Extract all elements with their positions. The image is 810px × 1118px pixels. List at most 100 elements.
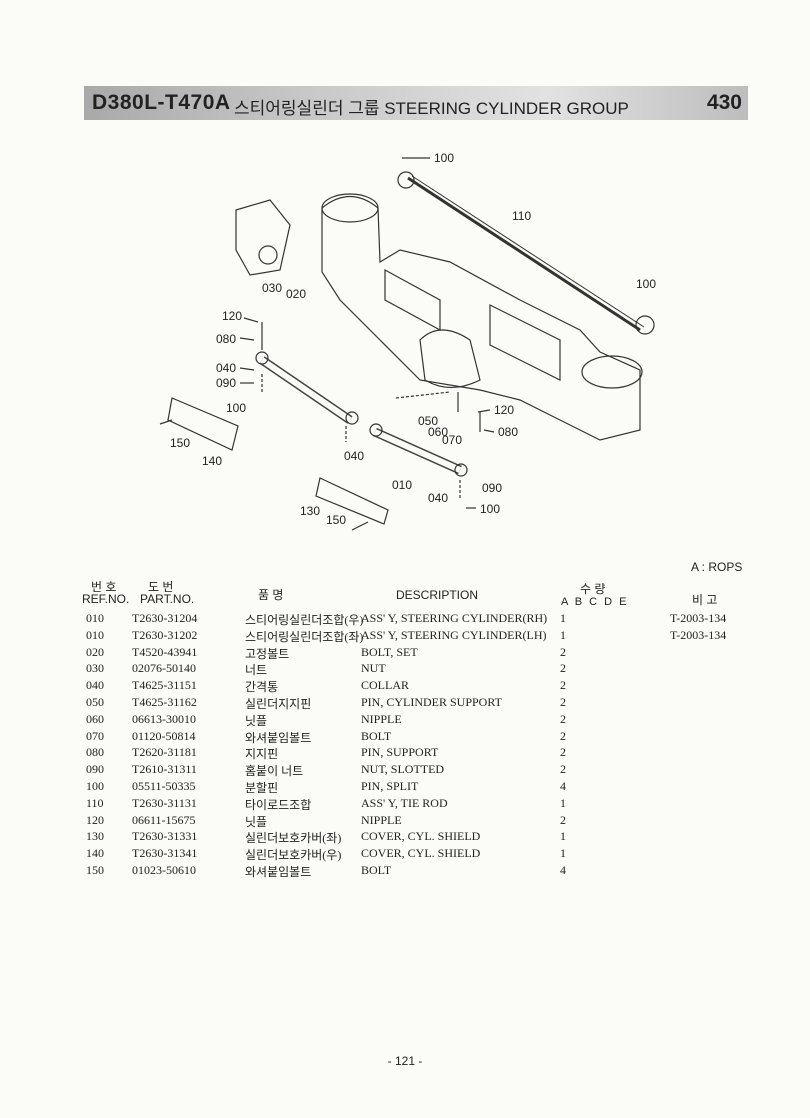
group-title: 스티어링실린더 그룹 STEERING CYLINDER GROUP	[234, 99, 629, 118]
cylinder-shield-upper	[167, 397, 239, 451]
part-no: 01023-50610	[132, 862, 196, 877]
korean-name: 닛플	[245, 814, 268, 829]
ref-no: 140	[86, 846, 104, 861]
korean-name: 닛플	[245, 713, 268, 728]
korean-name: 스티어링실린더조합(좌)	[245, 629, 364, 644]
callout-080: 080	[498, 425, 518, 439]
korean-name: 실린더지지핀	[245, 696, 312, 711]
ref-no: 060	[86, 711, 104, 726]
quantity: 1	[560, 829, 566, 844]
remarks: T-2003-134	[670, 627, 727, 642]
part-no: 01120-50814	[132, 728, 196, 743]
korean-name: 홈붙이 너트	[245, 764, 304, 779]
description: COVER, CYL. SHIELD	[361, 829, 481, 844]
header-name-ko: 품 명	[258, 588, 284, 602]
callout-040: 040	[344, 449, 364, 463]
part-no: T2630-31202	[132, 627, 198, 642]
korean-name: 와셔붙임볼트	[245, 730, 312, 745]
exploded-parts-diagram: 100 110 100 030 020 120 080 040 090 100 …	[159, 151, 656, 531]
ref-no: 150	[86, 862, 104, 877]
korean-name: 간격통	[245, 680, 279, 695]
model-code: D380L-T470A	[92, 91, 231, 114]
description: PIN, SUPPORT	[361, 745, 439, 760]
page-footer: - 121 -	[387, 1054, 423, 1068]
cylinder-shield-lower	[315, 477, 389, 525]
ref-no: 040	[86, 678, 104, 693]
description: BOLT	[361, 862, 392, 877]
quantity: 2	[560, 728, 566, 743]
callout-040: 040	[428, 491, 448, 505]
callout-070: 070	[442, 433, 462, 447]
part-no: 06613-30010	[132, 711, 196, 726]
callout-090: 090	[482, 481, 502, 495]
ref-no: 090	[86, 762, 104, 777]
part-no: T2630-31131	[132, 795, 197, 810]
korean-name: 지지핀	[245, 747, 279, 762]
description: PIN, SPLIT	[361, 778, 419, 793]
table-row: 120 06611-15675 닛플 NIPPLE 2	[84, 813, 764, 830]
korean-name: 스티어링실린더조합(우)	[245, 613, 364, 627]
callout-020: 020	[286, 287, 306, 301]
part-no: T2630-31204	[132, 611, 198, 625]
korean-name: 분할핀	[245, 780, 279, 795]
header-ref-ko: 번 호	[91, 580, 117, 594]
part-no: T4625-31151	[132, 678, 197, 693]
table-row: 130 T2630-31331 실린더보호카버(좌) COVER, CYL. SHIE…	[84, 829, 764, 846]
steering-knuckle	[235, 199, 291, 276]
callout-150: 150	[326, 513, 346, 527]
quantity: 2	[560, 694, 566, 709]
callout-090: 090	[216, 376, 236, 390]
header-ref-en: REF.NO.	[82, 592, 130, 606]
description: NUT, SLOTTED	[361, 762, 445, 777]
header-qty-ko: 수 량	[580, 582, 606, 596]
quantity: 2	[560, 812, 566, 827]
description: BOLT, SET	[361, 644, 418, 659]
description: NIPPLE	[361, 711, 402, 726]
ref-no: 030	[86, 661, 104, 676]
ref-no: 120	[86, 812, 104, 827]
part-no: T2610-31311	[132, 762, 197, 777]
description: NIPPLE	[361, 812, 402, 827]
callout-050: 050	[418, 414, 438, 428]
callout-120: 120	[222, 309, 242, 323]
header-part-en: PART.NO.	[140, 592, 195, 606]
ref-no: 080	[86, 745, 104, 760]
korean-name: 실린더보호카버(좌)	[245, 831, 342, 846]
callout-030: 030	[262, 281, 282, 295]
ref-no: 050	[86, 694, 104, 709]
header-qty-columns: A B C D E	[561, 596, 627, 608]
callout-080: 080	[216, 332, 236, 346]
quantity: 2	[560, 644, 566, 659]
quantity: 2	[560, 711, 566, 726]
header-description: DESCRIPTION	[396, 588, 479, 602]
part-no: 06611-15675	[132, 812, 196, 827]
part-no: 02076-50140	[132, 661, 196, 676]
callout-130: 130	[300, 504, 320, 518]
korean-name: 와셔붙임볼트	[245, 864, 312, 879]
description: ASS' Y, TIE ROD	[361, 795, 448, 810]
ref-no: 130	[86, 829, 104, 844]
part-no: T4520-43941	[132, 644, 198, 659]
quantity: 1	[560, 627, 566, 642]
quantity: 2	[560, 762, 566, 777]
korean-name: 실린더보호카버(우)	[245, 848, 342, 863]
remarks: T-2003-134	[670, 611, 727, 625]
description: COVER, CYL. SHIELD	[361, 846, 481, 861]
tie-rod	[407, 176, 641, 332]
callout-100: 100	[480, 502, 500, 516]
ref-no: 070	[86, 728, 104, 743]
ref-no: 010	[86, 627, 104, 642]
callout-100: 100	[226, 401, 246, 415]
part-no: T2630-31331	[132, 829, 198, 844]
callout-040: 040	[216, 361, 236, 375]
